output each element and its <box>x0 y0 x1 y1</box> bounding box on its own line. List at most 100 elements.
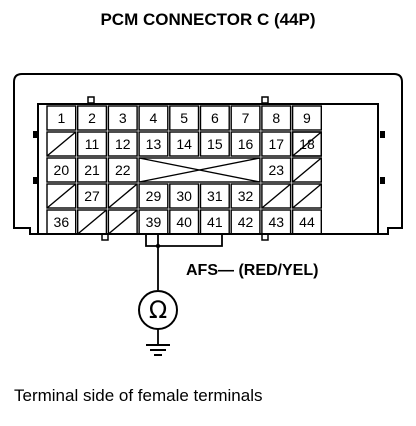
terminal-cell <box>138 105 169 131</box>
terminal-number: 14 <box>176 136 192 152</box>
connector-housing <box>13 73 403 235</box>
terminal-number: 20 <box>54 162 70 178</box>
key-tab-left <box>87 96 95 104</box>
terminal-number: 6 <box>211 110 219 126</box>
unused-cavity <box>46 183 77 209</box>
ohm-symbol: Ω <box>149 296 167 324</box>
terminal-number: 31 <box>207 188 223 204</box>
terminal-39-probe <box>155 243 161 249</box>
terminal-number: 12 <box>115 136 131 152</box>
terminal-number: 15 <box>207 136 223 152</box>
terminal-cell <box>169 105 200 131</box>
terminal-cell <box>199 183 230 209</box>
terminal-number: 32 <box>238 188 254 204</box>
terminal-cell <box>230 209 261 235</box>
unused-cavity-slash <box>292 157 322 183</box>
ground-icon <box>146 329 170 356</box>
terminal-cell <box>261 105 292 131</box>
terminal-number: 23 <box>268 162 284 178</box>
terminal-cell <box>261 131 292 157</box>
unused-cavity <box>107 183 138 209</box>
ohmmeter-icon: Ω <box>138 290 178 330</box>
left-latch-lower <box>33 177 38 184</box>
unused-cavity-slash <box>107 209 138 235</box>
terminal-cell <box>169 183 200 209</box>
terminal-number: 39 <box>146 214 162 230</box>
terminal-number: 3 <box>119 110 127 126</box>
terminal-cell <box>107 157 138 183</box>
terminal-cell <box>76 131 108 157</box>
terminal-cell <box>169 209 200 235</box>
left-latch <box>33 131 38 138</box>
unused-cavity <box>291 183 323 209</box>
terminal-number: 42 <box>238 214 254 230</box>
terminal-cell <box>199 105 230 131</box>
unused-cavity-slash <box>46 131 77 157</box>
terminal-number: 40 <box>176 214 192 230</box>
unused-cavity <box>46 131 77 157</box>
right-latch-lower <box>380 177 385 184</box>
terminal-number: 7 <box>242 110 250 126</box>
terminal-cell <box>261 157 292 183</box>
terminal-cell <box>107 105 138 131</box>
terminal-cell <box>46 105 77 131</box>
terminal-number: 5 <box>180 110 188 126</box>
terminal-number: 22 <box>115 162 131 178</box>
unused-cavity-slash <box>292 131 322 157</box>
caption: Terminal side of female terminals <box>14 386 263 405</box>
terminal-number: 9 <box>303 110 311 126</box>
terminal-cell <box>138 209 169 235</box>
terminal-number: 2 <box>88 110 96 126</box>
terminal-cell <box>138 131 169 157</box>
terminal-number: 13 <box>146 136 162 152</box>
terminal-number: 36 <box>54 214 70 230</box>
terminal-number: 41 <box>207 214 223 230</box>
unused-block <box>138 157 261 183</box>
terminal-number: 11 <box>85 136 100 152</box>
unused-cavity-slash <box>107 183 138 209</box>
unused-cavity <box>76 209 108 235</box>
terminal-number: 30 <box>176 188 192 204</box>
center-key <box>145 234 223 247</box>
terminal-cell <box>76 183 108 209</box>
terminal-number: 8 <box>272 110 280 126</box>
key-tab-right <box>261 96 269 104</box>
unused-cavity-slash <box>46 183 77 209</box>
terminal-number: 29 <box>146 188 162 204</box>
unused-cavity <box>107 209 138 235</box>
terminal-number: 43 <box>268 214 284 230</box>
unused-block-cross <box>138 157 261 183</box>
diagram-title: PCM CONNECTOR C (44P) <box>100 10 316 29</box>
terminal-cell <box>107 131 138 157</box>
terminal-number: 1 <box>57 110 65 126</box>
terminal-cell <box>46 209 77 235</box>
terminal-cell <box>76 105 108 131</box>
terminal-number: 21 <box>84 162 100 178</box>
terminal-number: 27 <box>84 188 100 204</box>
terminal-cell <box>230 105 261 131</box>
terminal-cell <box>199 209 230 235</box>
terminal-cell <box>291 209 323 235</box>
unused-cavity <box>291 157 323 183</box>
terminal-cell <box>261 209 292 235</box>
terminal-cell <box>230 131 261 157</box>
terminal-number: 16 <box>238 136 254 152</box>
wire-label: AFS— (RED/YEL) <box>186 262 319 279</box>
terminal-cell <box>199 131 230 157</box>
terminal-cell <box>169 131 200 157</box>
unused-cavity-slash <box>261 183 292 209</box>
terminal-cell <box>76 157 108 183</box>
terminal-cell <box>291 105 323 131</box>
terminal-number: 4 <box>150 110 158 126</box>
unused-cavity-slash <box>77 209 107 235</box>
unused-cavity <box>261 183 292 209</box>
terminal-number: 17 <box>268 136 284 152</box>
terminal-number: 44 <box>299 214 315 230</box>
terminal-cell <box>230 183 261 209</box>
terminal-cell <box>138 183 169 209</box>
unused-cavity <box>291 131 323 157</box>
right-latch <box>380 131 385 138</box>
terminal-cell <box>46 157 77 183</box>
unused-cavity-slash <box>292 183 322 209</box>
